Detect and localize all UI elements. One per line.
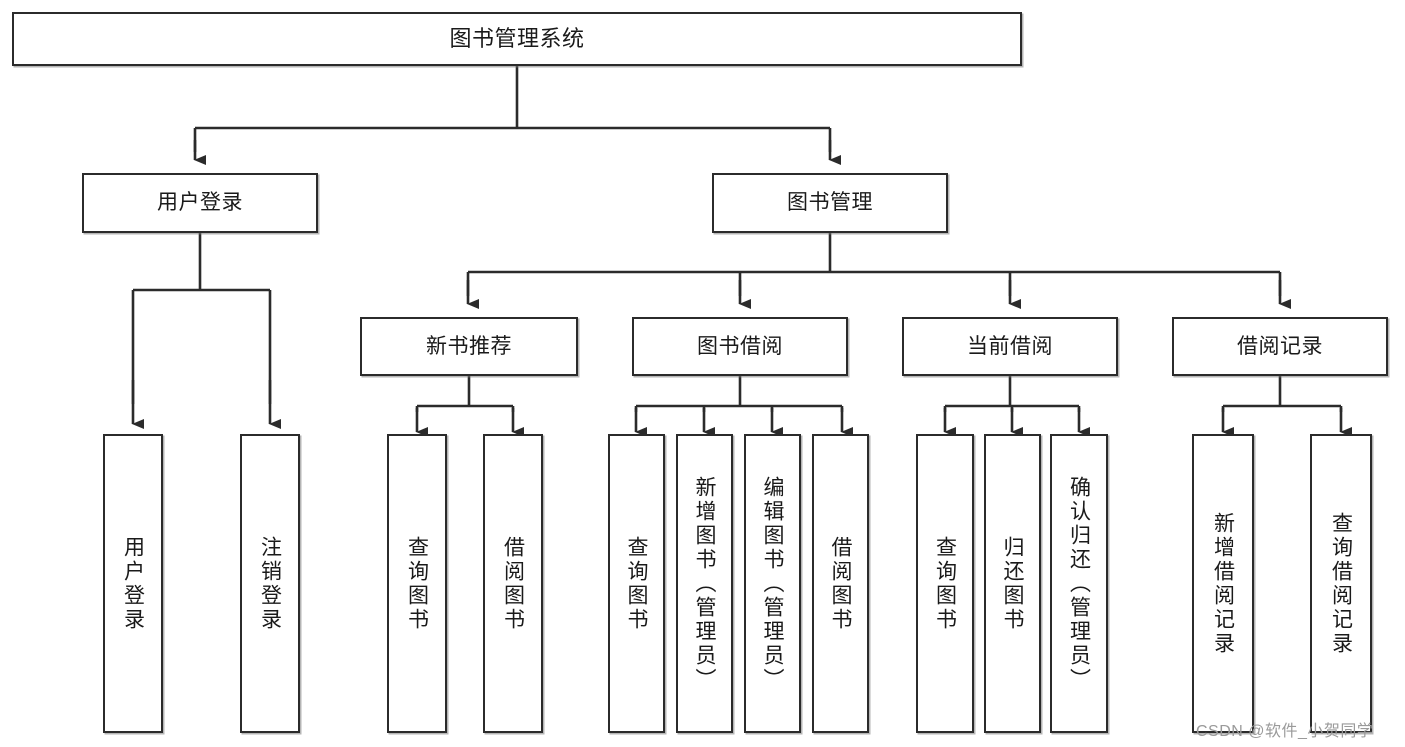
node-new-book-recommend[interactable]: 新书推荐 bbox=[360, 317, 578, 376]
node-label: 图书管理 bbox=[787, 191, 873, 215]
leaf-add-record[interactable]: 新增借阅记录 bbox=[1192, 434, 1254, 733]
node-book-borrow[interactable]: 图书借阅 bbox=[632, 317, 848, 376]
leaf-query-book-2[interactable]: 查询图书 bbox=[608, 434, 665, 733]
node-label: 注销登录 bbox=[258, 535, 282, 632]
node-label: 新书推荐 bbox=[426, 334, 512, 358]
node-label: 确认归还（管理员） bbox=[1067, 475, 1091, 692]
leaf-borrow-book-2[interactable]: 借阅图书 bbox=[812, 434, 869, 733]
node-borrow-record[interactable]: 借阅记录 bbox=[1172, 317, 1388, 376]
node-label: 借阅记录 bbox=[1237, 334, 1323, 358]
node-label: 编辑图书（管理员） bbox=[761, 475, 784, 692]
node-label: 查询图书 bbox=[405, 535, 429, 632]
node-label: 新增图书（管理员） bbox=[693, 475, 716, 692]
leaf-return-book[interactable]: 归还图书 bbox=[984, 434, 1041, 733]
leaf-query-book-3[interactable]: 查询图书 bbox=[916, 434, 974, 733]
leaf-borrow-book-1[interactable]: 借阅图书 bbox=[483, 434, 543, 733]
node-label: 图书借阅 bbox=[697, 334, 783, 358]
node-label: 图书管理系统 bbox=[449, 25, 585, 51]
node-label: 新增借阅记录 bbox=[1211, 511, 1235, 656]
node-label: 查询图书 bbox=[625, 535, 648, 632]
node-label: 借阅图书 bbox=[501, 535, 525, 632]
node-user-login[interactable]: 用户登录 bbox=[82, 173, 318, 233]
node-label: 归还图书 bbox=[1001, 535, 1024, 632]
node-root-system[interactable]: 图书管理系统 bbox=[12, 12, 1022, 66]
node-label: 当前借阅 bbox=[967, 334, 1053, 358]
leaf-edit-book[interactable]: 编辑图书（管理员） bbox=[744, 434, 801, 733]
node-label: 查询借阅记录 bbox=[1329, 511, 1353, 656]
leaf-logout-login[interactable]: 注销登录 bbox=[240, 434, 300, 733]
leaf-query-record[interactable]: 查询借阅记录 bbox=[1310, 434, 1372, 733]
node-label: 借阅图书 bbox=[829, 535, 852, 632]
node-label: 查询图书 bbox=[933, 535, 957, 632]
node-book-management[interactable]: 图书管理 bbox=[712, 173, 948, 233]
leaf-confirm-return[interactable]: 确认归还（管理员） bbox=[1050, 434, 1108, 733]
node-label: 用户登录 bbox=[121, 535, 145, 632]
leaf-add-book[interactable]: 新增图书（管理员） bbox=[676, 434, 733, 733]
node-current-borrow[interactable]: 当前借阅 bbox=[902, 317, 1118, 376]
leaf-user-login[interactable]: 用户登录 bbox=[103, 434, 163, 733]
leaf-query-book-1[interactable]: 查询图书 bbox=[387, 434, 447, 733]
csdn-watermark: CSDN @软件_小贺同学 bbox=[1196, 723, 1374, 740]
node-label: 用户登录 bbox=[157, 191, 243, 215]
